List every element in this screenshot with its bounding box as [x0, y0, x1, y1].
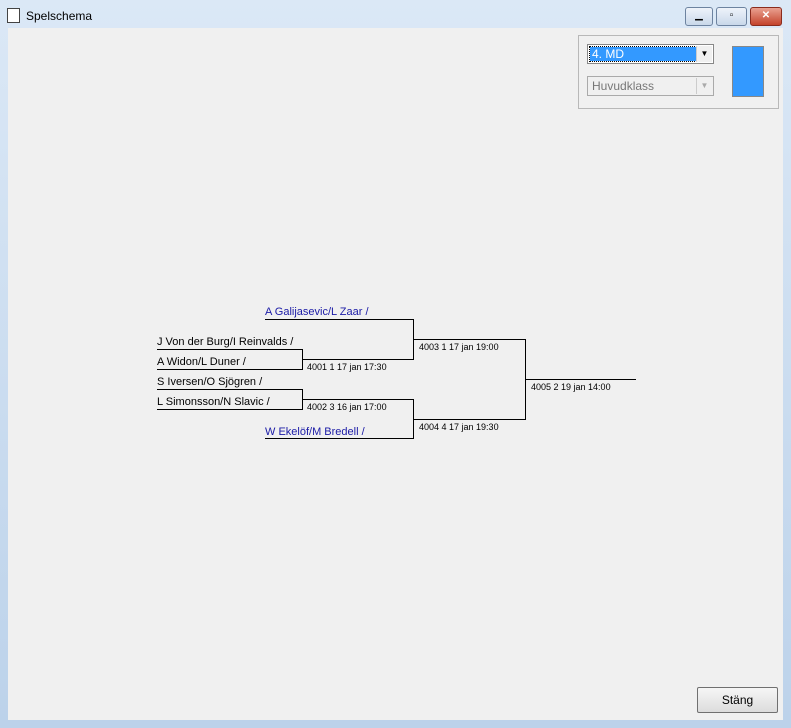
chevron-down-icon[interactable]: ▼: [696, 46, 712, 62]
class-select[interactable]: 4. MD ▼: [587, 44, 714, 64]
match-label[interactable]: 4004 4 17 jan 19:30: [419, 422, 499, 432]
player-entry[interactable]: W Ekelöf/M Bredell /: [265, 426, 365, 438]
window-title: Spelschema: [26, 9, 93, 23]
document-icon: [7, 8, 20, 23]
color-swatch: [732, 46, 764, 97]
bracket-line: [302, 399, 413, 400]
player-entry: L Simonsson/N Slavic /: [157, 396, 270, 408]
bracket-line: [265, 438, 413, 439]
bracket-line: [302, 359, 413, 360]
match-label[interactable]: 4002 3 16 jan 17:00: [307, 402, 387, 412]
maximize-button[interactable]: ▫: [716, 7, 747, 26]
close-button[interactable]: Stäng: [697, 687, 778, 713]
filter-group: 4. MD ▼ Huvudklass ▼: [578, 35, 779, 109]
player-entry[interactable]: A Galijasevic/L Zaar /: [265, 306, 369, 318]
client-area: 4. MD ▼ Huvudklass ▼ A Galijasevic/L Zaa…: [8, 28, 783, 720]
category-select[interactable]: Huvudklass ▼: [587, 76, 714, 96]
bracket-line: [265, 319, 413, 320]
minimize-button[interactable]: ▁: [685, 7, 713, 26]
player-entry: A Widon/L Duner /: [157, 356, 246, 368]
player-entry: S Iversen/O Sjögren /: [157, 376, 263, 388]
class-select-value: 4. MD: [589, 46, 697, 62]
match-label[interactable]: 4003 1 17 jan 19:00: [419, 342, 499, 352]
close-window-button[interactable]: ✕: [750, 7, 782, 26]
bracket-line: [157, 409, 302, 410]
chevron-down-icon[interactable]: ▼: [696, 78, 712, 94]
match-label[interactable]: 4001 1 17 jan 17:30: [307, 362, 387, 372]
bracket-line: [413, 339, 525, 340]
bracket-line: [157, 349, 302, 350]
bracket-line: [413, 419, 525, 420]
match-label[interactable]: 4005 2 19 jan 14:00: [531, 382, 611, 392]
bracket-line: [157, 369, 302, 370]
bracket-line: [525, 379, 636, 380]
player-entry: J Von der Burg/I Reinvalds /: [157, 336, 294, 348]
category-select-value: Huvudklass: [592, 79, 655, 93]
bracket-line: [157, 389, 302, 390]
